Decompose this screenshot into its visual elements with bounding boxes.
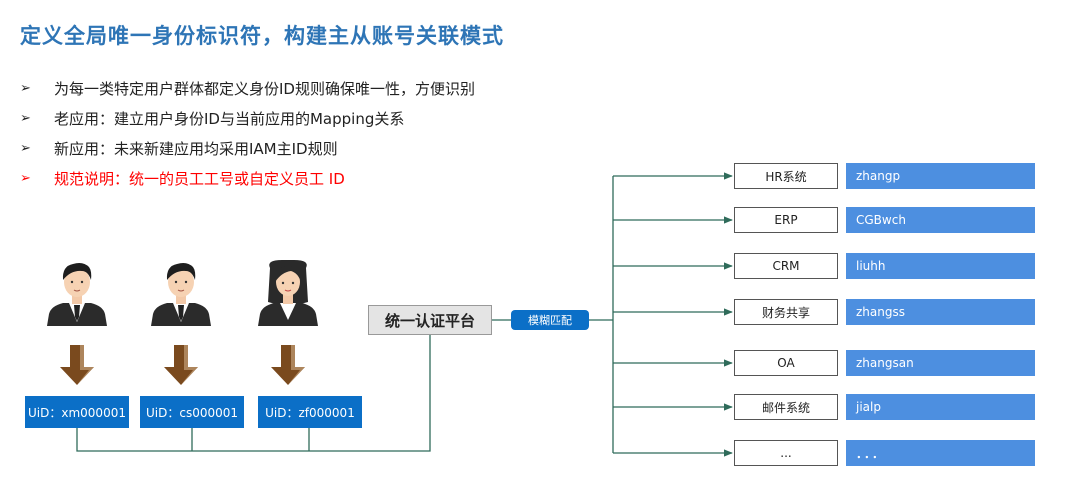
system-box-oa: OA bbox=[734, 350, 838, 376]
bullet-text: 老应用：建立用户身份ID与当前应用的Mapping关系 bbox=[54, 109, 405, 128]
system-box-hr: HR系统 bbox=[734, 163, 838, 189]
bullet-text: 为每一类特定用户群体都定义身份ID规则确保唯一性，方便识别 bbox=[54, 79, 475, 98]
down-arrow-icon bbox=[271, 345, 305, 385]
uid-connector-lines bbox=[76, 335, 431, 452]
system-box-erp: ERP bbox=[734, 207, 838, 233]
bullet-item: ➢ 为每一类特定用户群体都定义身份ID规则确保唯一性，方便识别 bbox=[20, 73, 475, 103]
bullet-text: 新应用：未来新建应用均采用IAM主ID规则 bbox=[54, 139, 338, 158]
bullet-item: ➢ 新应用：未来新建应用均采用IAM主ID规则 bbox=[20, 133, 475, 163]
account-box: liuhh bbox=[846, 253, 1035, 279]
male-user-icon bbox=[46, 262, 108, 327]
bullet-item-highlight: ➢ 规范说明：统一的员工工号或自定义员工 ID bbox=[20, 163, 475, 193]
male-user-icon bbox=[150, 262, 212, 327]
bullet-list: ➢ 为每一类特定用户群体都定义身份ID规则确保唯一性，方便识别 ➢ 老应用：建立… bbox=[20, 73, 475, 193]
down-arrow-icon bbox=[164, 345, 198, 385]
arrow-bullet-icon: ➢ bbox=[20, 140, 31, 156]
female-user-icon bbox=[257, 259, 319, 327]
account-box: zhangss bbox=[846, 299, 1035, 325]
system-box-crm: CRM bbox=[734, 253, 838, 279]
user-id-box: UiD：zf000001 bbox=[258, 396, 362, 428]
arrow-bullet-icon: ➢ bbox=[20, 110, 31, 126]
bullet-item: ➢ 老应用：建立用户身份ID与当前应用的Mapping关系 bbox=[20, 103, 475, 133]
arrow-bullet-icon: ➢ bbox=[20, 170, 31, 186]
system-box-finance: 财务共享 bbox=[734, 299, 838, 325]
account-box: ．．． bbox=[846, 440, 1035, 466]
account-box: jialp bbox=[846, 394, 1035, 420]
system-box-more: ... bbox=[734, 440, 838, 466]
account-box: CGBwch bbox=[846, 207, 1035, 233]
auth-platform-box: 统一认证平台 bbox=[368, 305, 492, 335]
fuzzy-match-badge: 模糊匹配 bbox=[511, 310, 589, 330]
account-box: zhangsan bbox=[846, 350, 1035, 376]
user-id-box: UiD：xm000001 bbox=[25, 396, 129, 428]
system-connector-lines bbox=[589, 172, 733, 457]
arrow-bullet-icon: ➢ bbox=[20, 80, 31, 96]
user-id-box: UiD：cs000001 bbox=[140, 396, 244, 428]
down-arrow-icon bbox=[60, 345, 94, 385]
page-title: 定义全局唯一身份标识符，构建主从账号关联模式 bbox=[20, 24, 504, 48]
account-box: zhangp bbox=[846, 163, 1035, 189]
system-box-mail: 邮件系统 bbox=[734, 394, 838, 420]
bullet-text: 规范说明：统一的员工工号或自定义员工 ID bbox=[54, 169, 345, 188]
